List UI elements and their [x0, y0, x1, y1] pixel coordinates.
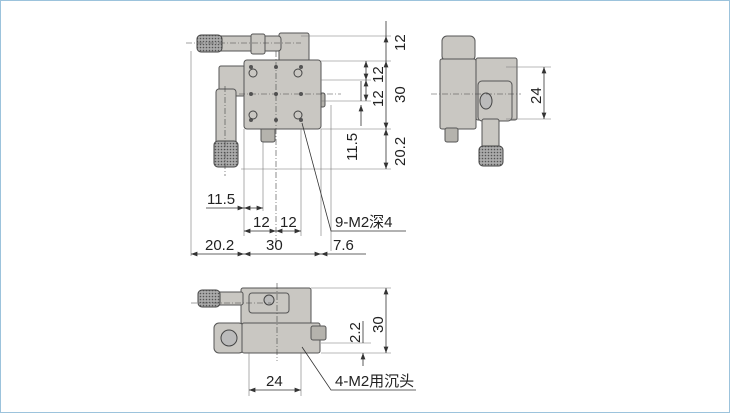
dim-label: 20.2 [205, 237, 234, 254]
dim-label: 12 [280, 214, 297, 231]
top-micrometer-knurl [196, 34, 223, 53]
dim-label: 24 [266, 373, 283, 390]
dim-label: 7.6 [333, 237, 354, 254]
hole-callout: 4-M2用沉头 [335, 373, 414, 390]
dim-label: 12 [370, 90, 387, 107]
lower-stage [241, 322, 321, 354]
dim-label: 30 [392, 86, 409, 103]
dim-label: 12 [370, 66, 387, 83]
dim-label: 30 [370, 316, 387, 333]
stage-table [243, 59, 322, 130]
left-micrometer-body [215, 88, 237, 146]
hole-callout: 9-M2深4 [335, 214, 393, 231]
left-micrometer-knurl [213, 140, 239, 168]
front-view: 30 2.2 24 4-M2用沉头 [191, 283, 416, 396]
dim-label: 11.5 [344, 133, 361, 161]
top-bracket [278, 32, 310, 64]
side-view: 24 [431, 35, 551, 167]
dim-label: 24 [528, 87, 545, 104]
dim-label: 2.2 [347, 322, 364, 343]
dim-label: 11.5 [207, 191, 235, 208]
dim-label: 12 [392, 34, 409, 51]
top-view: 12 12 30 12 11.5 20.2 11.5 12 12 20.2 30… [186, 21, 409, 257]
dim-label: 12 [253, 214, 270, 231]
dim-label: 20.2 [392, 137, 409, 166]
dim-label: 30 [266, 237, 283, 254]
